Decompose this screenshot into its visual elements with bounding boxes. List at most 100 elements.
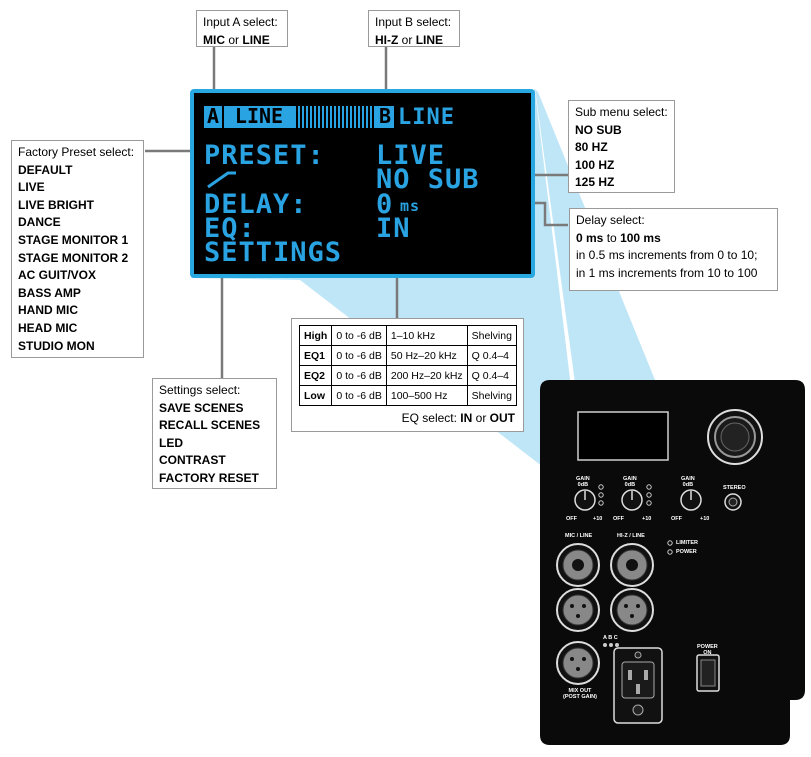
lcd-preset-value: LIVE: [376, 140, 446, 171]
eq-caption: EQ select: IN or OUT: [380, 411, 515, 425]
off-label-a: OFF: [566, 516, 577, 522]
gain-knob-b[interactable]: [621, 489, 643, 511]
mix-out-xlr[interactable]: [556, 641, 600, 685]
delay-increment-1: in 0.5 ms increments from 0 to 10;: [576, 248, 758, 263]
lcd-delay-value: 0: [376, 189, 394, 220]
preset-item: HEAD MIC: [18, 320, 78, 335]
eq-caption-in: IN: [460, 411, 473, 425]
limiter-label: LIMITER: [676, 540, 698, 546]
lcd-eq-value: IN: [376, 213, 411, 244]
lcd-input-a-value: LINE: [224, 106, 294, 128]
combo-input-a[interactable]: [556, 543, 600, 587]
lcd-eq-label: EQ:: [204, 213, 256, 244]
eq-gain: 0 to -6 dB: [331, 385, 387, 406]
eq-caption-out: OUT: [489, 411, 515, 425]
delay-to: 100 ms: [620, 230, 661, 245]
sub-item: 100 HZ: [575, 157, 615, 172]
panel-lcd-window: [577, 411, 669, 461]
sub-menu-callout: Sub menu select: NO SUB 80 HZ 100 HZ 125…: [568, 100, 675, 193]
lcd-delay-label: DELAY:: [204, 189, 308, 220]
eq-type: Q 0.4–4: [466, 365, 517, 386]
input-a-or: or: [228, 32, 240, 47]
input-a-callout: Input A select: MIC or LINE: [196, 10, 288, 47]
gain-knob-a[interactable]: [574, 489, 596, 511]
rear-panel: [540, 380, 805, 745]
input-a-title: Input A select:: [203, 15, 278, 29]
eq-caption-prefix: EQ select:: [401, 411, 457, 425]
preset-item: STUDIO MON: [18, 338, 95, 353]
eq-gain: 0 to -6 dB: [331, 345, 387, 366]
eq-type: Shelving: [466, 325, 517, 346]
factory-preset-callout: Factory Preset select: DEFAULT LIVE LIVE…: [11, 140, 144, 358]
input-b-callout: Input B select: HI-Z or LINE: [368, 10, 460, 47]
xlr-connector-b[interactable]: [610, 588, 654, 632]
eq-gain: 0 to -6 dB: [331, 365, 387, 386]
preset-item: STAGE MONITOR 1: [18, 232, 129, 247]
factory-preset-title: Factory Preset select:: [18, 145, 135, 159]
eq-type: Shelving: [466, 385, 517, 406]
preset-item: AC GUIT/VOX: [18, 268, 97, 283]
plus10-label-c: +10: [700, 516, 710, 522]
eq-freq: 50 Hz–20 kHz: [385, 345, 468, 366]
input-b-title: Input B select:: [375, 15, 452, 29]
eq-caption-or: or: [475, 411, 487, 425]
preset-item: DANCE: [18, 215, 61, 230]
plus10-label-a: +10: [593, 516, 603, 522]
eq-band: High: [298, 325, 333, 346]
lcd-input-a-letter: A: [204, 106, 222, 128]
lcd-input-b-value: LINE: [398, 105, 455, 130]
eq-freq: 1–10 kHz: [385, 325, 468, 346]
preset-item: HAND MIC: [18, 303, 78, 318]
power-led-label: POWER: [676, 549, 697, 555]
abc-label: A B C: [603, 635, 618, 641]
power-switch[interactable]: [696, 654, 720, 692]
sub-item: 80 HZ: [575, 140, 608, 155]
eq-freq: 100–500 Hz: [385, 385, 468, 406]
preset-item: LIVE BRIGHT: [18, 197, 95, 212]
sub-item: NO SUB: [575, 122, 622, 137]
plus10-label-b: +10: [642, 516, 652, 522]
combo-input-b[interactable]: [610, 543, 654, 587]
settings-item: FACTORY RESET: [159, 470, 259, 485]
settings-item: LED: [159, 435, 183, 450]
eq-band: Low: [298, 385, 333, 406]
mic-line-label: MIC / LINE: [565, 533, 593, 539]
preset-item: DEFAULT: [18, 162, 73, 177]
sub-item: 125 HZ: [575, 175, 615, 190]
lcd-selection-bar: [294, 106, 376, 128]
eq-gain: 0 to -6 dB: [331, 325, 387, 346]
eq-band: EQ1: [298, 345, 333, 366]
settings-item: SAVE SCENES: [159, 400, 244, 415]
gain-knob-c[interactable]: [680, 489, 702, 511]
eq-freq: 200 Hz–20 kHz: [385, 365, 468, 386]
stereo-label: STEREO: [723, 485, 746, 491]
input-b-opt-hiz: HI-Z: [375, 32, 399, 47]
xlr-connector-a[interactable]: [556, 588, 600, 632]
preset-item: LIVE: [18, 180, 45, 195]
hiz-line-label: HI-Z / LINE: [617, 533, 645, 539]
lcd-input-b-letter: B: [376, 106, 394, 128]
lcd-preset-label: PRESET:: [204, 140, 325, 171]
ac-power-inlet[interactable]: [613, 647, 663, 724]
input-a-opt-mic: MIC: [203, 32, 225, 47]
preset-item: BASS AMP: [18, 285, 81, 300]
lcd-sub-value: NO SUB: [376, 164, 480, 195]
lcd-settings-label: SETTINGS: [204, 237, 343, 268]
preset-item: STAGE MONITOR 2: [18, 250, 129, 265]
delay-title: Delay select:: [576, 213, 645, 227]
lcd-slash-graphic: [206, 169, 238, 189]
settings-item: RECALL SCENES: [159, 418, 261, 433]
delay-from: 0 ms: [576, 230, 604, 245]
settings-title: Settings select:: [159, 383, 241, 397]
lcd-delay-unit: ms: [400, 197, 421, 215]
sub-menu-title: Sub menu select:: [575, 105, 668, 119]
